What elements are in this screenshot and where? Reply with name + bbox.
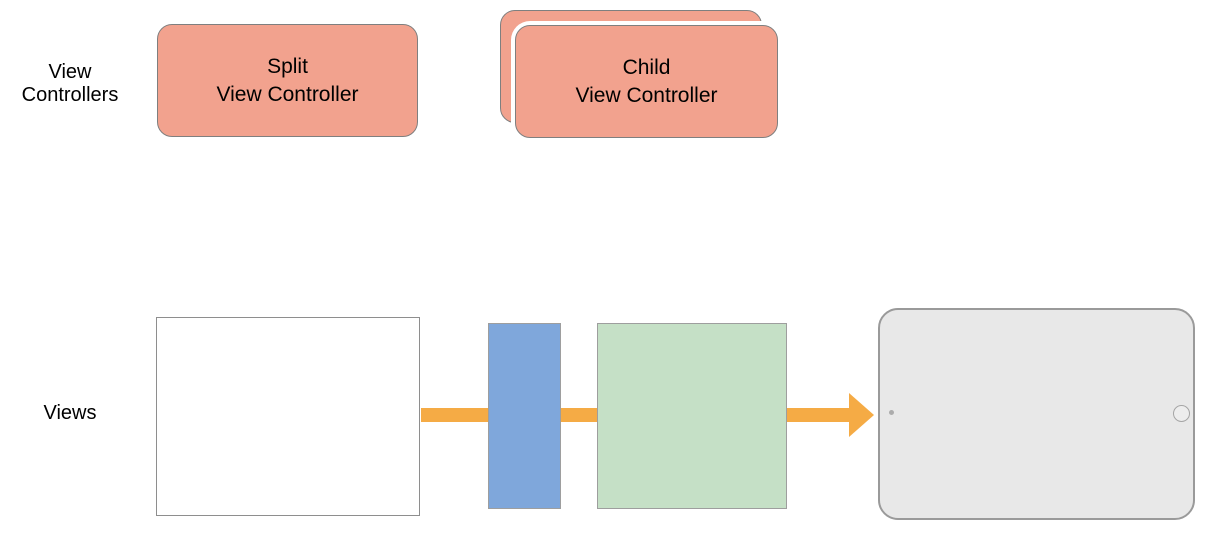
row-label-views: Views [6,402,134,425]
box-label-line: Child [622,55,671,79]
box-label-line: Split [267,54,308,78]
camera-dot-icon [889,410,894,415]
primary-sidebar-view [488,323,561,509]
row-label-line: Views [43,402,97,424]
row-label-line: Controllers [21,84,119,106]
box-label-line: View Controller [216,82,359,106]
ipad-device [878,308,1195,520]
box-label-line: View Controller [575,83,718,107]
home-button [1173,405,1190,422]
child-view-controller-box: Child View Controller [515,25,778,138]
flow-arrow-shaft [787,408,851,422]
row-label-view-controllers: View Controllers [6,61,134,107]
row-label-line: View [48,61,92,83]
split-view-frame [156,317,420,516]
split-view-controller-box: Split View Controller [157,24,418,137]
secondary-content-view [597,323,787,509]
arrow-head-icon [849,393,874,437]
